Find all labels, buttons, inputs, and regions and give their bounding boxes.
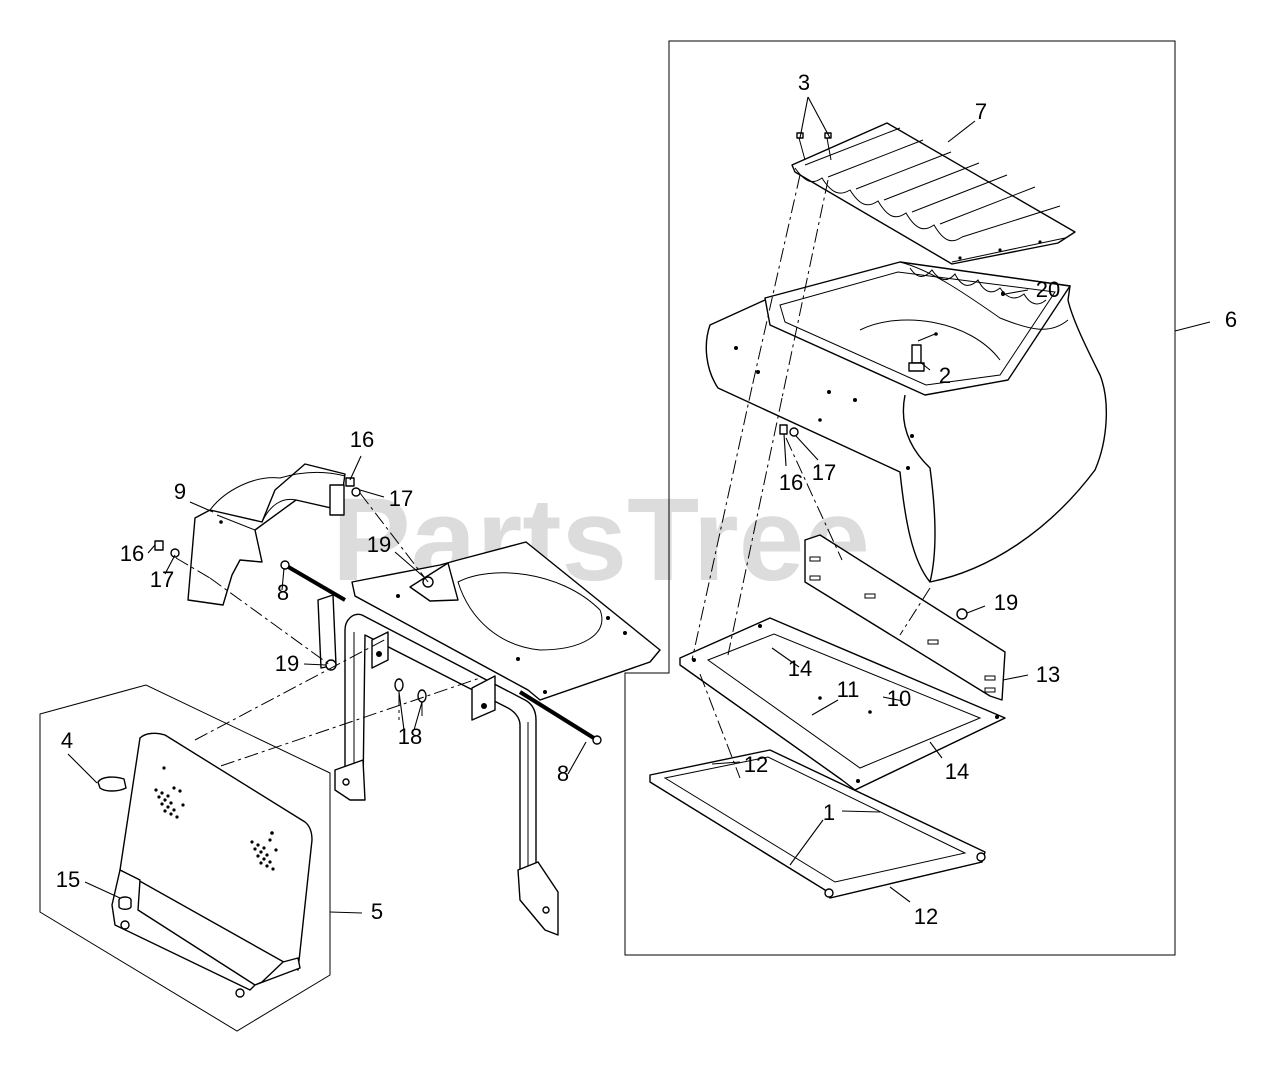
callout-11: 11 [837, 677, 860, 702]
callout-3: 3 [798, 70, 810, 95]
part-9-chute [187, 463, 346, 606]
part-5-guard-panel [111, 732, 313, 998]
assembly-lines-right [691, 174, 931, 779]
part-8-rods [280, 560, 602, 745]
callout-5: 5 [371, 899, 383, 924]
callout-19-bracket: 19 [367, 532, 391, 557]
part-2-latch [908, 332, 938, 372]
part-19-nut-plate [956, 608, 968, 620]
callout-14-bottom: 14 [945, 759, 969, 784]
callout-12-top: 12 [744, 752, 768, 777]
callout-9: 9 [174, 479, 186, 504]
part-1-screen-frame [649, 749, 986, 899]
callout-6: 6 [1225, 307, 1237, 332]
part-4-knob [97, 776, 127, 792]
callout-13: 13 [1036, 662, 1060, 687]
part-13-plate [804, 534, 1006, 701]
callout-16-chute: 16 [350, 427, 374, 452]
callout-19-plate: 19 [994, 590, 1018, 615]
part-15-grommet [118, 896, 132, 910]
callout-2: 2 [939, 363, 951, 388]
part-20-rivet [1001, 292, 1005, 296]
part-18-bolts [394, 678, 427, 703]
callout-10: 10 [887, 686, 911, 711]
callout-8-right: 8 [557, 761, 569, 786]
callout-17-chute: 17 [389, 486, 413, 511]
callout-17-hopper: 17 [812, 460, 836, 485]
part-7-corrugated-cover [791, 122, 1076, 265]
callout-20: 20 [1036, 277, 1060, 302]
callout-14-top: 14 [788, 656, 812, 681]
vent-holes-left [154, 786, 185, 819]
callout-16-hopper: 16 [779, 470, 803, 495]
part-6-hopper-body [705, 261, 1108, 583]
callout-4: 4 [61, 728, 73, 753]
callout-12-bottom: 12 [914, 904, 938, 929]
callout-1: 1 [823, 800, 835, 825]
callout-18: 18 [398, 724, 422, 749]
callout-19-rail: 19 [275, 651, 299, 676]
part-16-17-hopper-hardware [779, 418, 822, 437]
callout-16-left: 16 [120, 541, 144, 566]
callout-15: 15 [56, 867, 80, 892]
frame-rails [317, 594, 559, 936]
leader-lines [67, 96, 1211, 914]
callout-7: 7 [975, 99, 987, 124]
callout-8-left: 8 [277, 580, 289, 605]
callout-17-left: 17 [150, 567, 174, 592]
vent-holes-right [250, 838, 278, 871]
assembly-6-box [624, 40, 1176, 956]
callout-labels: 3 7 20 6 2 16 17 19 13 14 10 11 14 12 1 … [56, 70, 1237, 929]
assembly-5-box [39, 684, 331, 1032]
